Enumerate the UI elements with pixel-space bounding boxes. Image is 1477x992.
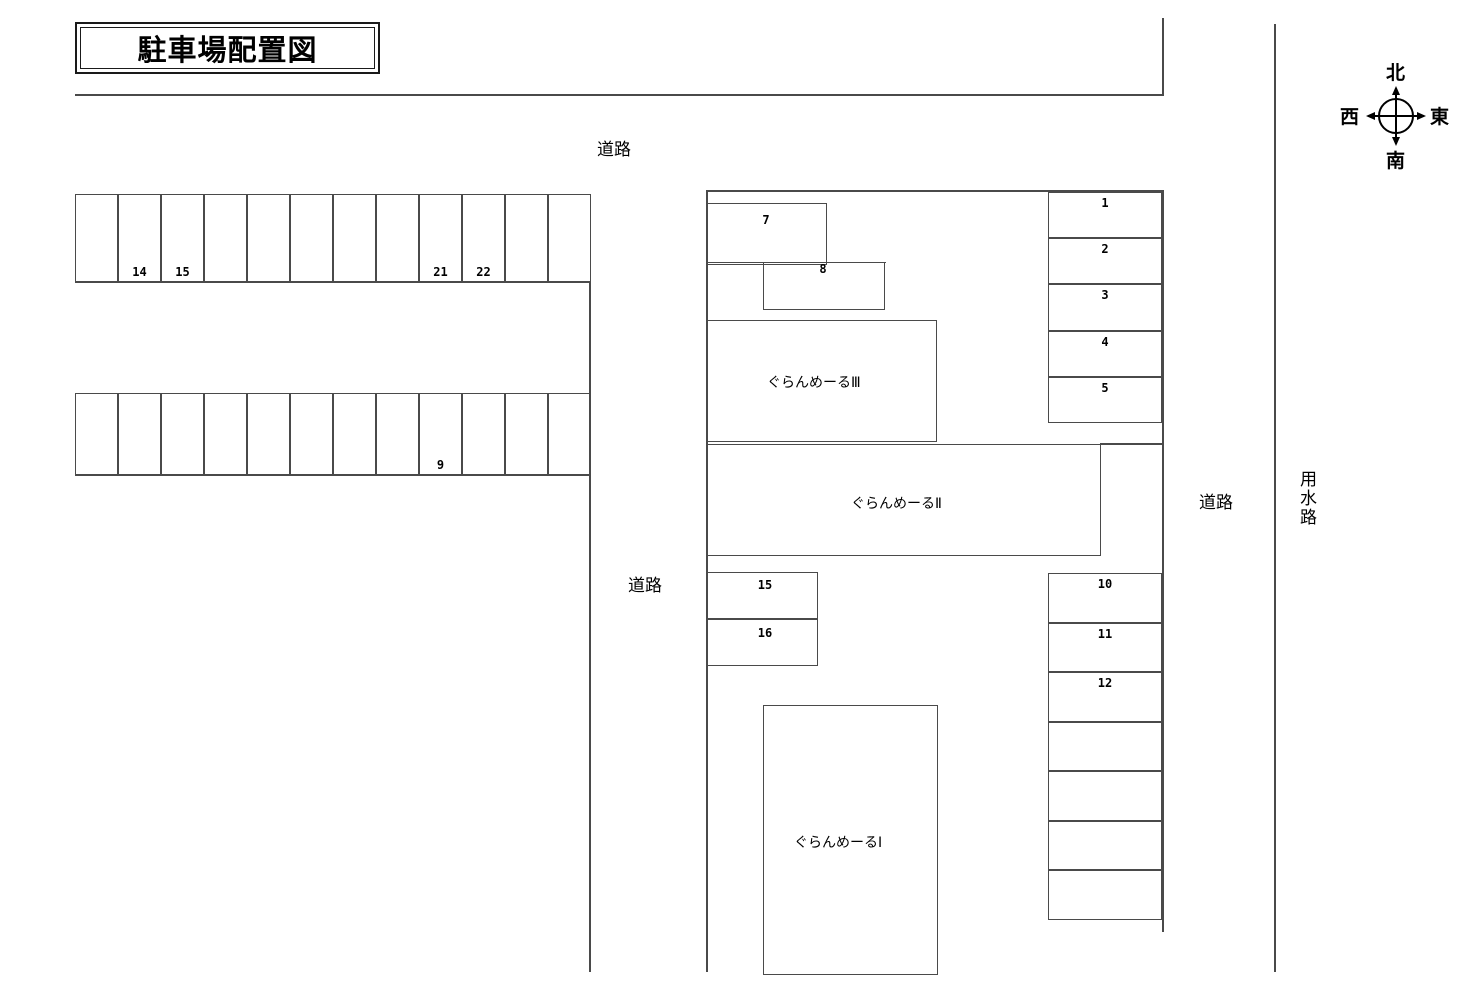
parking-column-bottom-right-stall[interactable] — [1048, 721, 1162, 772]
parking-column-bottom-right-stall-number: 12 — [1097, 676, 1113, 691]
building-gm2-label: ぐらんめーるⅡ — [851, 496, 942, 512]
parking-row-top-left-stall[interactable] — [204, 194, 247, 282]
parking-column-bottom-right-stall[interactable] — [1048, 622, 1162, 673]
parking-row-bottom-left-stall[interactable] — [75, 393, 118, 475]
parking-row-bottom-left-stall[interactable] — [204, 393, 247, 475]
compass-west-label: 西 — [1340, 106, 1360, 128]
building-gm2[interactable] — [706, 444, 1101, 556]
road-label-right: 道路 — [1199, 493, 1233, 513]
parking-column-top-right-stall-number: 1 — [1101, 196, 1109, 210]
parking-column-top-right-stall[interactable] — [1048, 238, 1162, 285]
parking-row-bottom-left-stall-number: 9 — [436, 458, 445, 472]
parking-column-top-right-stall-number: 5 — [1101, 380, 1109, 395]
parking-row-top-left-stall[interactable] — [75, 194, 118, 282]
stall-box-7[interactable] — [706, 203, 827, 265]
stall-box-16[interactable] — [706, 619, 818, 666]
parking-column-top-right-stall-number: 4 — [1101, 334, 1109, 349]
building-gm3-label: ぐらんめーるⅢ — [767, 375, 861, 391]
road-label-center: 道路 — [628, 576, 662, 596]
compass-rose-icon — [1366, 86, 1426, 146]
parking-row-top-left-stall[interactable] — [290, 194, 333, 282]
parking-row-top-left-stall[interactable] — [548, 194, 591, 282]
parking-row-bottom-left-stall[interactable] — [376, 393, 419, 475]
stall-box-15[interactable] — [706, 572, 818, 619]
stall-number-15: 15 — [757, 578, 773, 592]
parking-row-top-left-stall-number: 14 — [132, 265, 147, 279]
site-edge-line-central-east — [1162, 190, 1164, 932]
boundary-line-top-horizontal — [75, 94, 1164, 96]
boundary-line-top-right-vertical — [1162, 18, 1164, 96]
parking-column-bottom-right-stall[interactable] — [1048, 672, 1162, 722]
parking-row-bottom-left-stall[interactable] — [247, 393, 290, 475]
compass-east-label: 東 — [1430, 106, 1450, 128]
parking-row-bottom-left-stall[interactable] — [505, 393, 548, 475]
parking-column-bottom-right-stall[interactable] — [1048, 820, 1162, 871]
parking-row-bottom-left-stall[interactable] — [118, 393, 161, 475]
building-gm1[interactable] — [763, 705, 938, 975]
building-gm1-label: ぐらんめーるⅠ — [794, 835, 883, 851]
compass-south-label: 南 — [1386, 150, 1406, 172]
parking-row-bottom-left-stall[interactable] — [462, 393, 505, 475]
site-edge-line-gm2-ledge — [1100, 443, 1164, 445]
parking-row-top-left-stall[interactable] — [505, 194, 548, 282]
parking-row-top-left-stall[interactable] — [333, 194, 376, 282]
parking-column-top-right-stall-number: 3 — [1101, 288, 1109, 303]
canal-boundary-line — [1274, 24, 1276, 972]
parking-row-top-left-stall-number: 22 — [476, 265, 491, 279]
parking-column-bottom-right-stall-number: 11 — [1097, 626, 1113, 641]
site-edge-line-central-north — [706, 190, 1164, 192]
parking-column-bottom-right-stall[interactable] — [1048, 870, 1162, 920]
title-plate-inner-border: 駐車場配置図 — [80, 27, 375, 69]
parking-row-bottom-left-stall[interactable] — [290, 393, 333, 475]
parking-column-top-right-stall[interactable] — [1048, 376, 1162, 423]
parking-column-bottom-right-stall-number: 10 — [1097, 577, 1113, 591]
stall-number-7: 7 — [762, 213, 770, 227]
parking-column-top-right-stall[interactable] — [1048, 192, 1162, 239]
compass-north-label: 北 — [1386, 62, 1406, 84]
parking-row-top-left-stall[interactable] — [247, 194, 290, 282]
canal-label-right: 用水路 — [1296, 470, 1316, 527]
stall-number-16: 16 — [757, 626, 773, 640]
parking-column-top-right-stall[interactable] — [1048, 330, 1162, 377]
parking-column-top-right-stall[interactable] — [1048, 284, 1162, 331]
parking-row-bottom-left-stall[interactable] — [333, 393, 376, 475]
parking-row-bottom-left-stall[interactable] — [161, 393, 204, 475]
parking-row-top-left-stall-number: 21 — [433, 265, 448, 279]
parking-column-top-right-stall-number: 2 — [1101, 242, 1109, 257]
parking-column-bottom-right-stall[interactable] — [1048, 771, 1162, 821]
diagram-title-plate: 駐車場配置図 — [75, 22, 380, 74]
road-boundary-line-west — [589, 282, 591, 972]
site-edge-line-central-west — [706, 190, 708, 972]
parking-column-bottom-right-stall[interactable] — [1048, 573, 1162, 623]
page-title: 駐車場配置図 — [137, 33, 318, 67]
parking-row-bottom-left-baseline — [75, 474, 591, 476]
road-label-top: 道路 — [597, 140, 631, 160]
parking-row-bottom-left-stall[interactable] — [548, 393, 591, 475]
parking-row-top-left-baseline — [75, 281, 591, 283]
parking-row-top-left-stall[interactable] — [376, 194, 419, 282]
building-gm3[interactable] — [706, 320, 937, 442]
parking-row-top-left-stall-number: 15 — [175, 265, 190, 279]
stall-box-8[interactable] — [763, 262, 885, 310]
compass-rose: 北 南 西 東 — [1336, 58, 1456, 178]
stall-number-8: 8 — [819, 262, 827, 276]
